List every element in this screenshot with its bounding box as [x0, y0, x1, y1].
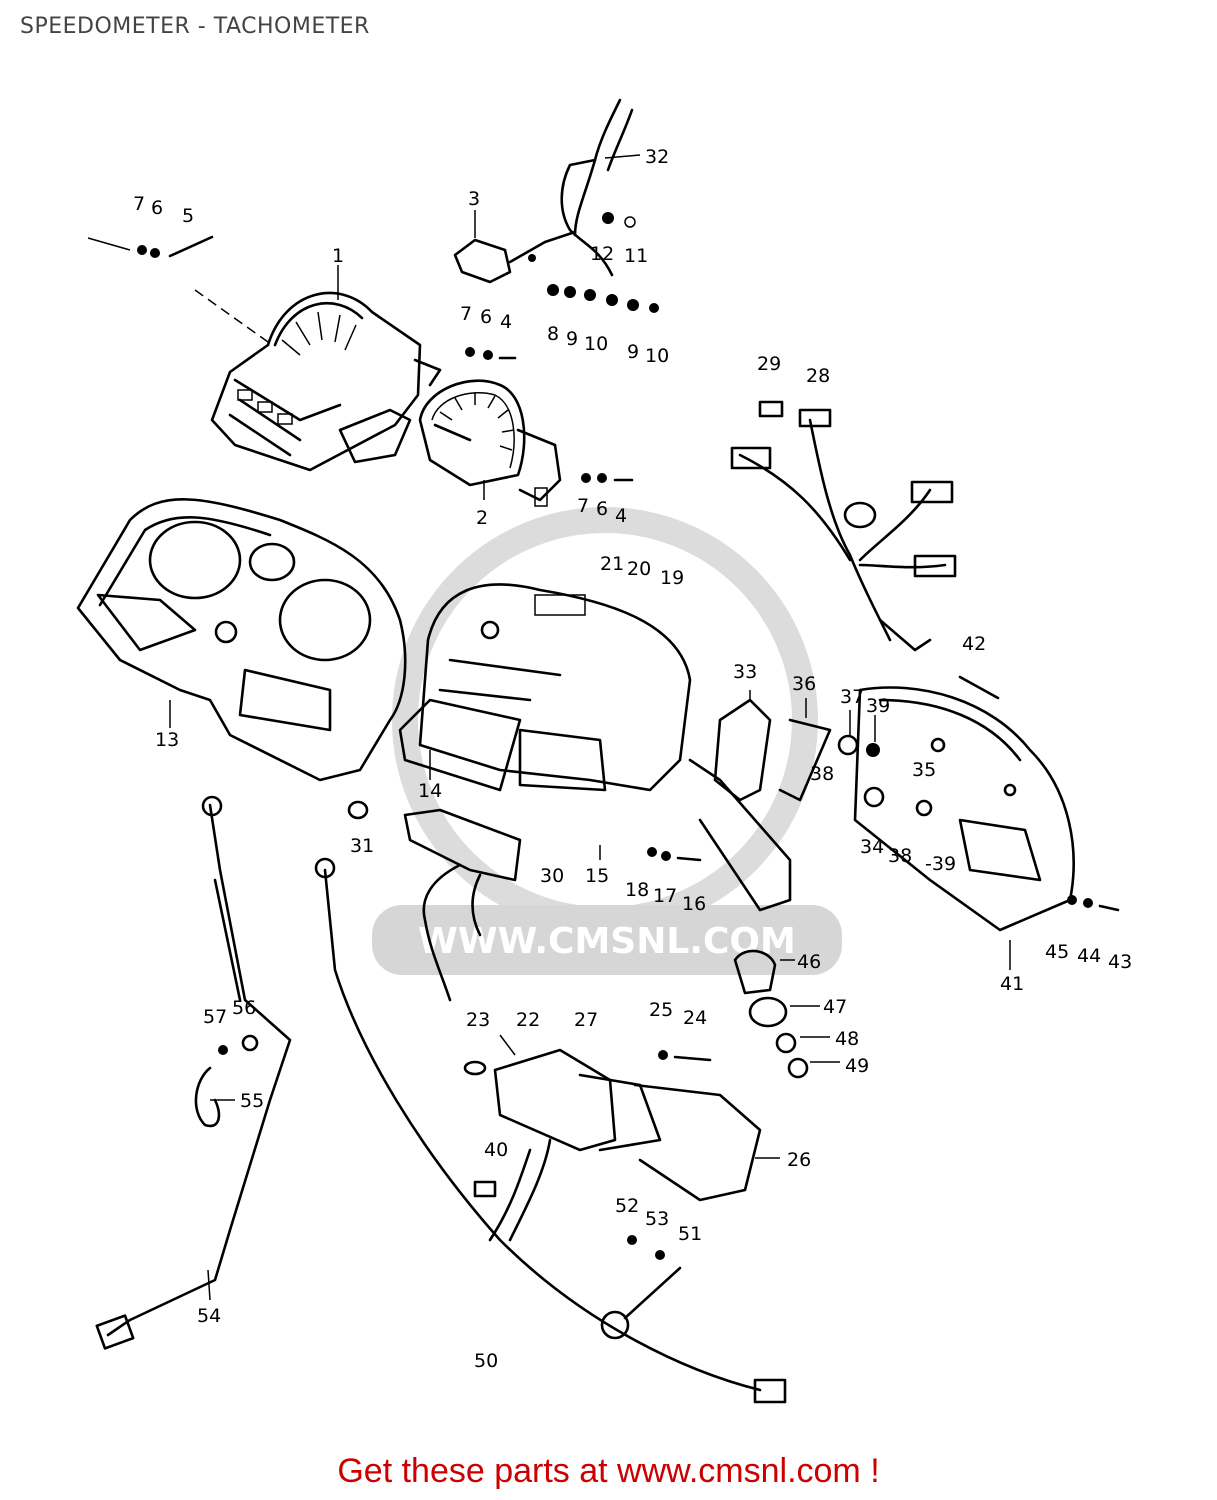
label-2: 2 [476, 507, 488, 529]
label-25: 25 [649, 999, 673, 1021]
label-57: 57 [203, 1006, 227, 1028]
label-27: 27 [574, 1009, 598, 1031]
label-12: 12 [590, 243, 614, 265]
label-44: 44 [1077, 945, 1101, 967]
label-52: 52 [615, 1195, 639, 1217]
leader-lines [169, 154, 1011, 1301]
page-title: SPEEDOMETER - TACHOMETER [20, 14, 370, 39]
label-45: 45 [1045, 941, 1069, 963]
label-26: 26 [787, 1149, 811, 1171]
label-4a: 4 [500, 311, 512, 333]
label-6b: 6 [480, 306, 492, 328]
label-6c: 6 [596, 498, 608, 520]
label-14: 14 [418, 780, 442, 802]
label-36: 36 [792, 673, 816, 695]
label-40: 40 [484, 1139, 508, 1161]
label-49: 49 [845, 1055, 869, 1077]
label-38b: 38 [888, 845, 912, 867]
label-24: 24 [683, 1007, 707, 1029]
label-43: 43 [1108, 951, 1132, 973]
label-11: 11 [624, 245, 648, 267]
label-23: 23 [466, 1009, 490, 1031]
meter-cover-13-part [76, 498, 407, 782]
label-18: 18 [625, 879, 649, 901]
bulbs-part [547, 212, 659, 313]
label-19: 19 [660, 567, 684, 589]
label-37: 37 [840, 686, 864, 708]
label-6a: 6 [151, 197, 163, 219]
part-number-labels: 32 3 7 6 5 12 11 1 7 6 4 8 9 10 9 10 29 … [133, 146, 1132, 1372]
speedometer-part [210, 291, 442, 472]
label-31: 31 [350, 835, 374, 857]
label-1: 1 [332, 245, 344, 267]
label-8: 8 [547, 323, 559, 345]
label-9a: 9 [566, 328, 578, 350]
label-7c: 7 [577, 495, 589, 517]
label-48: 48 [835, 1028, 859, 1050]
rubber-mounts-part [733, 895, 1120, 1079]
label-7a: 7 [133, 193, 145, 215]
rear-housing-41-part [837, 686, 1075, 932]
socket-assembly-part [347, 800, 702, 1002]
label-10a: 10 [584, 333, 608, 355]
label-47: 47 [823, 996, 847, 1018]
label-28: 28 [806, 365, 830, 387]
label-17: 17 [653, 885, 677, 907]
label-56: 56 [232, 997, 256, 1019]
label-38a: 38 [810, 763, 834, 785]
harness-28-part [730, 400, 957, 652]
label-5: 5 [182, 205, 194, 227]
label-9b: 9 [627, 341, 639, 363]
label-4b: 4 [615, 505, 627, 527]
harness-32-part [560, 98, 634, 277]
label-34: 34 [860, 836, 884, 858]
label-32: 32 [645, 146, 669, 168]
label-22: 22 [516, 1009, 540, 1031]
label-39a: 39 [866, 695, 890, 717]
label-30: 30 [540, 865, 564, 887]
part-42 [958, 675, 1000, 700]
label-16: 16 [682, 893, 706, 915]
label-51: 51 [678, 1223, 702, 1245]
label-10b: 10 [645, 345, 669, 367]
lower-panel-part [463, 1048, 762, 1242]
ring-part [600, 1235, 682, 1340]
label-54: 54 [197, 1305, 221, 1327]
screws-upper [87, 235, 634, 483]
label-15: 15 [585, 865, 609, 887]
label-7b: 7 [460, 303, 472, 325]
label-42: 42 [962, 633, 986, 655]
label-39b: -39 [925, 853, 956, 875]
label-20: 20 [627, 558, 651, 580]
watermark-logo: WWW.CMSNL.COM [372, 507, 842, 975]
watermark-text: WWW.CMSNL.COM [418, 921, 796, 962]
label-41: 41 [1000, 973, 1024, 995]
label-55: 55 [240, 1090, 264, 1112]
footer-promo-link[interactable]: Get these parts at www.cmsnl.com ! [0, 1452, 1217, 1491]
label-46: 46 [797, 951, 821, 973]
label-50: 50 [474, 1350, 498, 1372]
footer-link-text[interactable]: Get these parts at www.cmsnl.com ! [337, 1452, 880, 1490]
label-53: 53 [645, 1208, 669, 1230]
label-21: 21 [600, 553, 624, 575]
label-3: 3 [468, 188, 480, 210]
label-33: 33 [733, 661, 757, 683]
inner-frame-part [398, 583, 692, 792]
gear-indicator-part [453, 230, 577, 284]
tachometer-part [418, 379, 562, 507]
clip-part [194, 1034, 259, 1128]
cables-part [95, 795, 787, 1404]
label-13: 13 [155, 729, 179, 751]
label-29: 29 [757, 353, 781, 375]
label-35: 35 [912, 759, 936, 781]
